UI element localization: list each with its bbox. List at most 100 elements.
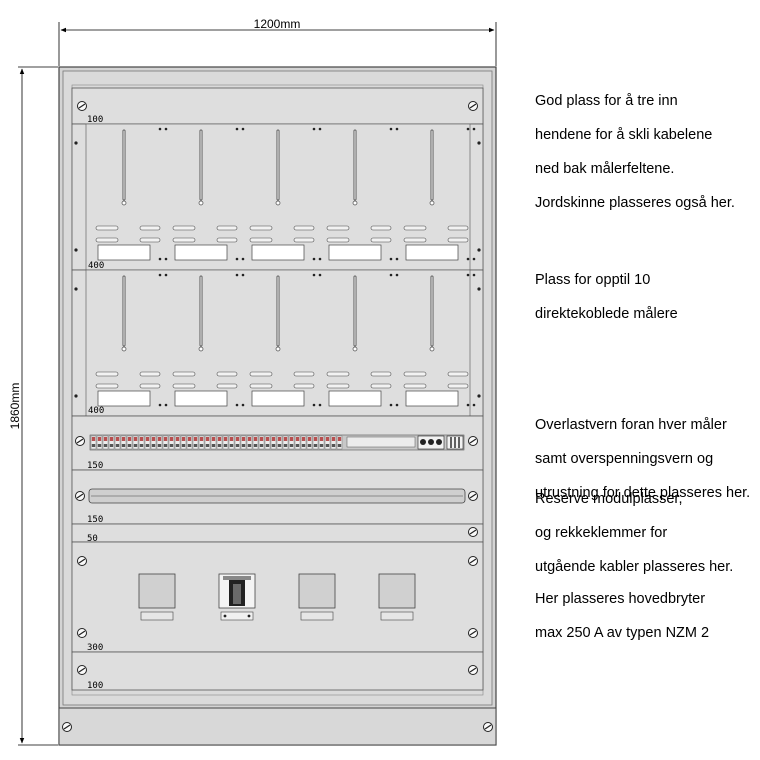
width-label: 1200mm <box>254 17 301 31</box>
terminal-block <box>264 435 271 450</box>
terminal-block <box>204 435 211 450</box>
terminal-block <box>198 435 205 450</box>
terminal-block <box>306 435 313 450</box>
switch-blank-2 <box>298 573 336 621</box>
terminal-block <box>186 435 193 450</box>
terminal-block <box>96 435 103 450</box>
terminal-block <box>126 435 133 450</box>
note-line: og rekkeklemmer for <box>535 525 668 541</box>
meter-slot <box>95 127 168 261</box>
terminal-block <box>276 435 283 450</box>
section-meters-1: 400 <box>71 123 484 271</box>
meter-slot <box>249 127 322 261</box>
height-dimension: 1860mm <box>8 66 58 746</box>
terminal-row <box>90 435 343 450</box>
section-label-meters-1: 400 <box>88 261 104 271</box>
note-meters: Plass for opptil 10 direktekoblede måler… <box>535 255 678 340</box>
meter-slot <box>326 127 399 261</box>
section-label-bottom: 100 <box>87 681 103 691</box>
switch-blank-1 <box>138 573 176 621</box>
terminal-block <box>240 435 247 450</box>
terminal-block <box>252 435 259 450</box>
terminal-block <box>282 435 289 450</box>
section-label-top: 100 <box>87 115 103 125</box>
section-bottom: 100 <box>71 651 484 691</box>
meter-slot <box>172 127 245 261</box>
switch-blank-3 <box>378 573 416 621</box>
note-reserve: Reserve modulplasser, og rekkeklemmer fo… <box>535 474 733 593</box>
note-line: direktekoblede målere <box>535 306 678 322</box>
terminal-block <box>222 435 229 450</box>
note-line: ned bak målerfeltene. <box>535 161 675 177</box>
meter-slot <box>249 273 322 407</box>
terminal-block <box>120 435 127 450</box>
terminal-block <box>138 435 145 450</box>
terminal-block <box>150 435 157 450</box>
terminal-block <box>90 435 97 450</box>
terminal-block <box>258 435 265 450</box>
terminal-block <box>228 435 235 450</box>
note-line: Her plasseres hovedbryter <box>535 591 706 607</box>
terminal-block <box>318 435 325 450</box>
meter-slot <box>403 127 476 261</box>
terminal-block <box>102 435 109 450</box>
section-label-protection: 150 <box>87 461 103 471</box>
meter-slot <box>403 273 476 407</box>
section-spacer: 50 <box>71 523 484 544</box>
terminal-block <box>246 435 253 450</box>
note-line: utgående kabler plasseres her. <box>535 559 734 575</box>
note-line: Jordskinne plasseres også her. <box>535 195 735 211</box>
terminal-block <box>288 435 295 450</box>
note-line: samt overspenningsvern og <box>535 451 714 467</box>
terminal-block <box>330 435 337 450</box>
note-line: Plass for opptil 10 <box>535 272 651 288</box>
section-label-reserve: 150 <box>87 515 103 525</box>
note-line: Reserve modulplasser, <box>535 491 683 507</box>
meter-slots-row-2 <box>95 273 476 407</box>
section-top: 100 <box>71 87 484 125</box>
note-protection: Overlastvern foran hver måler samt overs… <box>535 400 750 519</box>
note-line: Overlastvern foran hver måler <box>535 417 727 433</box>
terminal-block <box>192 435 199 450</box>
surge-protector <box>346 436 416 448</box>
note-line: hendene for å skli kabelene <box>535 127 713 143</box>
height-label: 1860mm <box>8 383 22 430</box>
terminal-block <box>300 435 307 450</box>
section-meters-2: 400 <box>71 269 484 417</box>
note-main-switch: Her plasseres hovedbryter max 250 A av t… <box>535 574 709 659</box>
terminal-block <box>270 435 277 450</box>
terminal-block <box>108 435 115 450</box>
meter-slot <box>172 273 245 407</box>
section-label-spacer: 50 <box>87 534 98 544</box>
width-dimension: 1200mm <box>58 17 497 66</box>
meter-slot <box>326 273 399 407</box>
terminal-block <box>210 435 217 450</box>
terminal-block <box>180 435 187 450</box>
side-mount-dots <box>74 141 481 398</box>
surge-modules <box>417 435 464 450</box>
terminal-block <box>144 435 151 450</box>
section-main-switch: 300 <box>71 541 484 653</box>
terminal-block <box>168 435 175 450</box>
terminal-block <box>174 435 181 450</box>
note-line: utrustning for dette plasseres her. <box>535 485 751 501</box>
meter-slots-row-1 <box>95 127 476 261</box>
note-top-space: God plass for å tre inn hendene for å sk… <box>535 76 735 229</box>
section-reserve: 150 <box>71 469 484 525</box>
note-line: max 250 A av typen NZM 2 <box>535 625 710 641</box>
terminal-block <box>312 435 319 450</box>
terminal-block <box>156 435 163 450</box>
main-switch <box>218 573 256 621</box>
terminal-block <box>234 435 241 450</box>
terminal-block <box>336 435 343 450</box>
meter-slot <box>95 273 168 407</box>
terminal-block <box>294 435 301 450</box>
section-protection: 150 <box>71 415 484 471</box>
terminal-block <box>162 435 169 450</box>
section-label-main-switch: 300 <box>87 643 103 653</box>
terminal-block <box>324 435 331 450</box>
note-line: God plass for å tre inn <box>535 93 678 109</box>
terminal-block <box>114 435 121 450</box>
terminal-block <box>132 435 139 450</box>
